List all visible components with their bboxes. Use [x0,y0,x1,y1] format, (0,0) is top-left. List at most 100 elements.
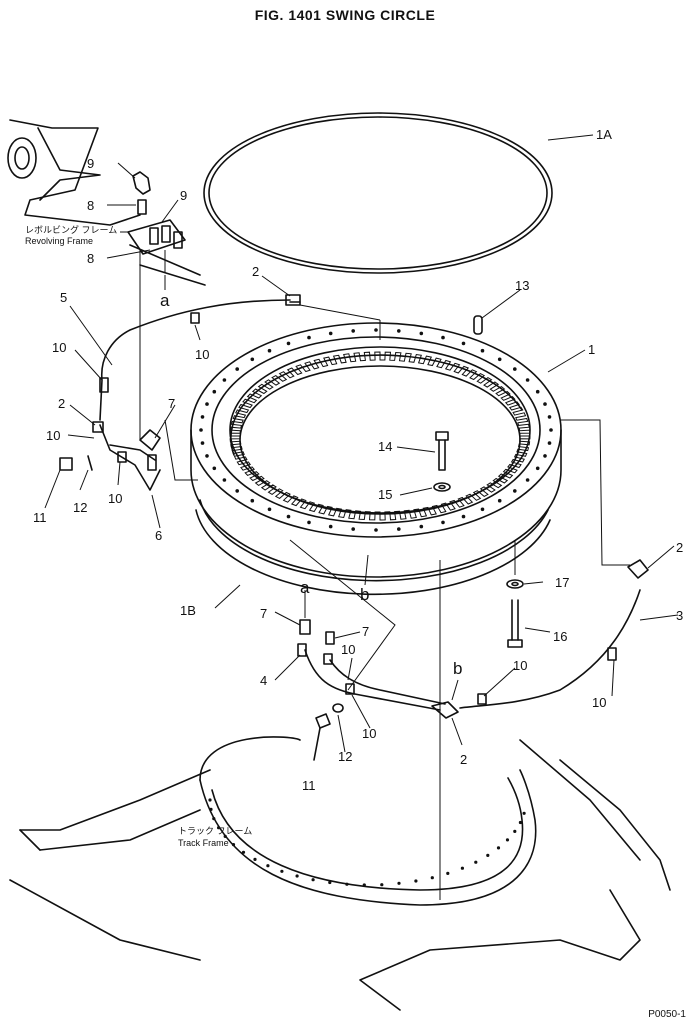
ref-letter-b-upper: b [360,585,369,604]
ref-letter-a-upper: a [160,291,170,310]
callout-2-lower: 2 [460,752,467,767]
bolt-hole [543,402,547,406]
revolving-frame-label-en: Revolving Frame [25,236,93,246]
track-bolt-hole [505,838,510,842]
track-bolt-hole [212,817,216,821]
bolt-hole [212,389,217,394]
bolt-hole [543,454,547,458]
ref-letter-b-lower: b [453,659,462,678]
callout-13: 13 [515,278,529,293]
figure-title: FIG. 1401 SWING CIRCLE [255,7,436,23]
bolt-hole [525,378,530,382]
callout-10-g: 10 [592,695,606,710]
callout-1b: 1B [180,603,196,618]
callout-7-right: 7 [362,624,369,639]
callout-11-left: 11 [33,510,47,525]
washer-17 [506,579,524,589]
bolt-hole [199,428,203,432]
callout-9-bracket: 9 [180,188,187,203]
bolt-hole [205,454,209,458]
bolt-hole [307,520,311,525]
bolt-hole [461,341,466,346]
track-bolt-hole [231,843,236,847]
callout-8-lower: 8 [87,251,94,266]
track-bolt-hole [208,798,212,802]
callout-2-top: 2 [252,264,259,279]
bolt-hole [419,331,424,336]
bolt-hole [250,498,255,503]
track-bolt-hole [209,807,213,812]
bolt-16 [507,599,523,648]
gear-tooth-profile [229,351,531,521]
callout-7-left: 7 [260,606,267,621]
bolt-13 [473,315,483,335]
bolt-14 [435,431,449,471]
track-bolt-hole [241,850,246,854]
bolt-hole [307,335,311,340]
track-bolt-hole [217,826,221,830]
callout-17: 17 [555,575,569,590]
drawing-code: P0050-1 [648,1009,686,1020]
callout-1: 1 [588,342,595,357]
fittings [59,171,649,761]
bolt-hole [235,367,239,371]
callout-10-b: 10 [52,340,66,355]
track-bolt-hole [518,820,523,825]
track-bolt-hole [280,869,284,873]
track-bolt-hole [253,857,257,862]
bolt-hole [200,441,205,445]
washer-15 [433,482,451,492]
bolt-hole [480,507,485,512]
bolt-hole [250,357,255,362]
revolving-frame-label-jp: レボルビング フレーム [25,224,117,235]
track-bolt-hole [345,882,349,886]
bolt-hole [397,527,401,531]
track-frame-label-en: Track Frame [178,838,229,848]
track-bolt-hole [266,864,270,868]
bolt-hole [286,341,291,346]
track-bolt-hole [223,834,227,839]
callout-10-e: 10 [341,642,355,657]
bolt-hole [419,524,424,529]
bolt-hole [497,498,502,503]
track-bolt-hole [460,866,464,870]
track-bolt-hole [513,829,517,834]
bolt-hole [267,507,272,512]
bolt-hole [513,489,517,493]
bolt-hole [286,514,291,519]
callout-10-c: 10 [46,428,60,443]
track-bolt-hole [414,879,418,883]
callout-9-top: 9 [87,156,94,171]
callout-8-top: 8 [87,198,94,213]
callout-12-lower: 12 [338,749,352,764]
callout-2-left: 2 [58,396,65,411]
bolt-hole [351,329,356,333]
track-bolt-hole [430,876,434,880]
bolt-hole [547,415,552,419]
bolt-hole [480,348,485,353]
bolt-hole [535,466,540,471]
callout-12-left: 12 [73,500,87,515]
grease-hoses [99,250,641,900]
callout-5: 5 [60,290,67,305]
bolt-hole [513,367,517,371]
bolt-holes [199,328,553,532]
track-bolt-hole [446,871,450,876]
callout-7-upper: 7 [168,396,175,411]
track-bolt-hole [397,881,401,885]
bolt-hole [351,527,356,531]
track-bolt-hole [486,853,490,858]
callout-16: 16 [553,629,567,644]
bolt-hole [547,441,552,445]
bolt-hole [328,331,333,336]
callout-6: 6 [155,528,162,543]
track-bolt-hole [380,883,384,887]
ref-letter-a-lower: a [300,578,310,597]
track-bolt-hole [295,874,299,878]
leader-lines [44,134,679,753]
bolt-hole [267,348,272,353]
track-frame-bolt-holes [208,798,526,887]
bolt-hole [328,524,333,529]
track-bolt-hole [474,860,478,864]
